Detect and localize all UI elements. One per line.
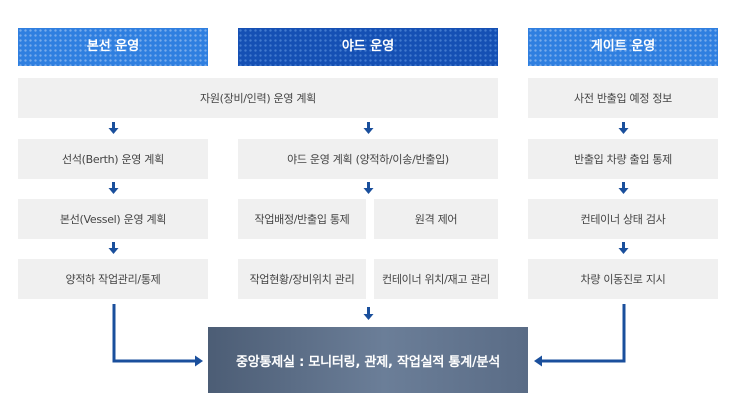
- yard-plan-box: 야드 운영 계획 (양적하/이송/반출입): [238, 139, 498, 179]
- header-gate-operation: 게이트 운영: [528, 28, 718, 66]
- work-status-box: 작업현황/장비위치 관리: [238, 259, 366, 299]
- gate-step-4-box: 차량 이동진로 지시: [528, 259, 718, 299]
- work-assign-box: 작업배정/반출입 통제: [238, 199, 366, 239]
- arrow-down-icon: [363, 122, 374, 134]
- berth-to-central-connector: [112, 304, 203, 367]
- berth-step-2-box: 본선(Vessel) 운영 계획: [18, 199, 208, 239]
- container-inventory-box: 컨테이너 위치/재고 관리: [374, 259, 498, 299]
- gate-step-3-box: 컨테이너 상태 검사: [528, 199, 718, 239]
- arrow-down-icon: [363, 182, 374, 194]
- arrow-down-icon: [363, 307, 374, 320]
- header-berth-operation: 본선 운영: [18, 28, 208, 66]
- arrow-down-icon: [108, 122, 119, 134]
- arrow-down-icon: [108, 242, 119, 254]
- arrow-down-icon: [618, 182, 629, 194]
- gate-step-2-box: 반출입 차량 출입 통제: [528, 139, 718, 179]
- central-control-room-box: 중앙통제실 : 모니터링, 관제, 작업실적 통계/분석: [208, 327, 528, 393]
- berth-step-1-box: 선석(Berth) 운영 계획: [18, 139, 208, 179]
- berth-step-3-box: 양적하 작업관리/통제: [18, 259, 208, 299]
- gate-to-central-connector: [534, 304, 626, 367]
- gate-step-1-box: 사전 반출입 예정 정보: [528, 78, 718, 118]
- resource-plan-box: 자원(장비/인력) 운영 계획: [18, 78, 498, 118]
- arrow-down-icon: [618, 122, 629, 134]
- header-yard-operation: 야드 운영: [238, 28, 498, 66]
- arrow-down-icon: [108, 182, 119, 194]
- remote-control-box: 원격 제어: [374, 199, 498, 239]
- arrow-down-icon: [618, 242, 629, 254]
